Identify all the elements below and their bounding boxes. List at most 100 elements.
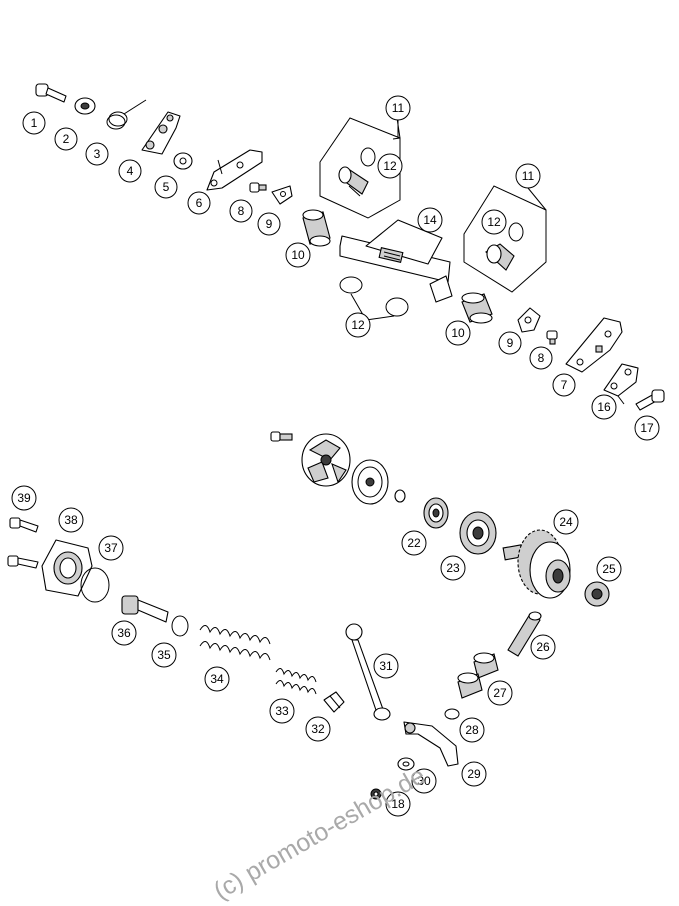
- small-washer: [394, 489, 406, 503]
- part-6-lever: [206, 149, 263, 191]
- svg-text:4: 4: [127, 164, 134, 178]
- svg-text:28: 28: [465, 723, 479, 737]
- svg-text:9: 9: [266, 217, 273, 231]
- pump-disc: [351, 459, 389, 505]
- callout-33: 33: [269, 698, 295, 724]
- callout-10a: 10: [285, 242, 311, 268]
- svg-text:39: 39: [17, 491, 31, 505]
- callout-29: 29: [461, 761, 487, 787]
- callout-18: 18: [385, 791, 411, 817]
- callout-14: 14: [417, 207, 443, 233]
- callout-3: 3: [85, 142, 109, 166]
- svg-text:29: 29: [467, 767, 481, 781]
- part-36-valve: [121, 595, 169, 623]
- callout-9b: 9: [498, 331, 522, 355]
- callouts: 1 2 3 4 5 6 8 9 10 11 12 14 11 12 12 10 …: [11, 95, 660, 817]
- svg-text:31: 31: [379, 659, 393, 673]
- callout-12b: 12: [481, 209, 507, 235]
- part-37-oring: [80, 567, 110, 603]
- callout-31: 31: [373, 653, 399, 679]
- svg-text:38: 38: [64, 513, 78, 527]
- svg-text:8: 8: [538, 351, 545, 365]
- callout-1: 1: [22, 111, 46, 135]
- callout-24: 24: [553, 509, 579, 535]
- part-14-shaft: [339, 219, 453, 303]
- callout-12c: 12: [345, 312, 371, 338]
- svg-text:10: 10: [291, 248, 305, 262]
- svg-text:5: 5: [163, 180, 170, 194]
- part-5-washer: [173, 152, 193, 170]
- svg-text:24: 24: [559, 515, 573, 529]
- callout-26: 26: [530, 634, 556, 660]
- svg-text:30: 30: [417, 774, 431, 788]
- callout-30: 30: [411, 768, 437, 794]
- callout-5: 5: [154, 175, 178, 199]
- part-33-spring: [275, 668, 317, 695]
- linkage-assembly: [345, 623, 499, 800]
- callout-22: 22: [401, 530, 427, 556]
- svg-text:1: 1: [31, 116, 38, 130]
- callout-28: 28: [459, 717, 485, 743]
- svg-text:27: 27: [493, 686, 507, 700]
- part-38-housing: [41, 539, 93, 597]
- part-12-oring-a: [339, 276, 363, 294]
- svg-text:10: 10: [451, 326, 465, 340]
- part-7b-lever: [565, 317, 623, 373]
- svg-text:3: 3: [94, 147, 101, 161]
- callout-16: 16: [591, 394, 617, 420]
- part-17-bolt: [635, 389, 665, 411]
- part-11b-box: [463, 185, 547, 293]
- svg-text:7: 7: [561, 378, 568, 392]
- svg-text:17: 17: [640, 421, 654, 435]
- callout-23: 23: [440, 555, 466, 581]
- callout-6: 6: [187, 191, 211, 215]
- callout-8a: 8: [229, 199, 253, 223]
- part-18-nut: [370, 788, 382, 800]
- svg-text:8: 8: [238, 204, 245, 218]
- part-9a-bracket: [271, 185, 293, 205]
- svg-text:35: 35: [157, 648, 171, 662]
- part-8a-bolt: [249, 182, 267, 193]
- part-25-bearing: [584, 581, 610, 607]
- callout-4: 4: [118, 159, 142, 183]
- callout-12a: 12: [377, 153, 403, 179]
- callout-8b: 8: [529, 346, 553, 370]
- svg-text:11: 11: [522, 169, 535, 183]
- svg-text:6: 6: [196, 196, 203, 210]
- part-10a-bushing: [302, 209, 331, 247]
- valve-assembly: [7, 517, 345, 713]
- part-16-plate: [603, 363, 639, 405]
- callout-34: 34: [204, 666, 230, 692]
- callout-32: 32: [305, 716, 331, 742]
- callout-36: 36: [111, 620, 137, 646]
- part-1-bolt: [35, 83, 67, 103]
- pump-assembly: [270, 431, 610, 657]
- svg-text:32: 32: [311, 722, 325, 736]
- callout-17: 17: [634, 415, 660, 441]
- pump-bolt: [270, 431, 293, 442]
- callout-38: 38: [58, 507, 84, 533]
- svg-text:14: 14: [423, 213, 437, 227]
- callout-37: 37: [98, 535, 124, 561]
- callout-7b: 7: [552, 373, 576, 397]
- part-10b-bushing: [461, 292, 493, 324]
- part-29-arm: [403, 721, 459, 767]
- svg-text:33: 33: [275, 704, 289, 718]
- callout-27: 27: [487, 680, 513, 706]
- part-39-bolts: [7, 517, 39, 569]
- part-24-gear: [502, 529, 571, 599]
- svg-text:16: 16: [597, 400, 611, 414]
- callout-11a: 11: [385, 95, 411, 121]
- part-2-washer: [74, 97, 96, 115]
- svg-text:12: 12: [351, 318, 365, 332]
- part-22-bearing: [423, 497, 449, 529]
- part-30-washer: [397, 757, 415, 771]
- part-34-spring: [199, 625, 271, 661]
- callout-11b: 11: [515, 163, 541, 189]
- part-8b-bolt: [546, 330, 558, 345]
- callout-10b: 10: [445, 320, 471, 346]
- callout-2: 2: [54, 127, 78, 151]
- part-28-washer: [444, 708, 460, 720]
- callout-25: 25: [596, 556, 622, 582]
- svg-text:26: 26: [536, 640, 550, 654]
